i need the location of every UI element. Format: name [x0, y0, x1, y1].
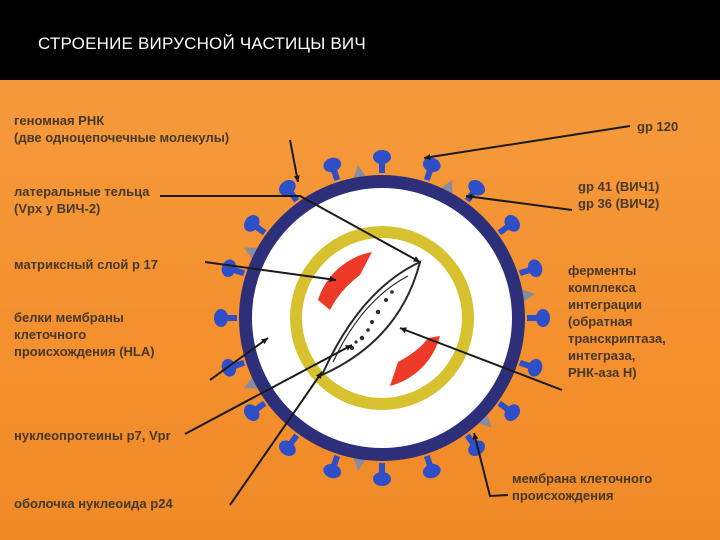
arrow-gp41 [466, 196, 572, 210]
glycoprotein-spike [517, 258, 544, 282]
glycoprotein-spike [219, 354, 246, 378]
glycoprotein-spike [322, 453, 346, 480]
label-nucleoproteins: нуклеопротеины p7, Vpr [14, 427, 171, 444]
label-genomic-rna: геномная РНК (две одноцепочечные молекул… [14, 112, 229, 146]
glycoprotein-spike [219, 258, 246, 282]
arrow-gp120 [424, 126, 630, 158]
glycoprotein-spike [418, 453, 442, 480]
glycoprotein-spike [373, 463, 391, 486]
label-cell-membrane: мембрана клеточного происхождения [512, 470, 652, 504]
membrane-protein-marker [352, 458, 366, 472]
label-matrix-layer: матриксный слой p 17 [14, 256, 158, 273]
arrow-genomic-rna [290, 140, 298, 182]
membrane-protein-marker [522, 288, 536, 302]
label-gp41-gp36: gp 41 (ВИЧ1) gp 36 (ВИЧ2) [578, 178, 659, 212]
glycoprotein-spike [214, 309, 237, 327]
glycoprotein-spike [527, 309, 550, 327]
label-membrane-proteins: белки мембраны клеточного происхождения … [14, 309, 155, 360]
label-integration-enzymes: ферменты комплекса интеграции (обратная … [568, 262, 666, 381]
label-lateral-bodies: латеральные тельца (Vpx у ВИЧ-2) [14, 183, 150, 217]
label-gp120: gp 120 [637, 118, 678, 135]
glycoprotein-spike [373, 150, 391, 173]
glycoprotein-spike [322, 155, 346, 182]
membrane-protein-marker [352, 164, 366, 178]
label-nucleoid-shell: оболочка нуклеоида p24 [14, 495, 173, 512]
